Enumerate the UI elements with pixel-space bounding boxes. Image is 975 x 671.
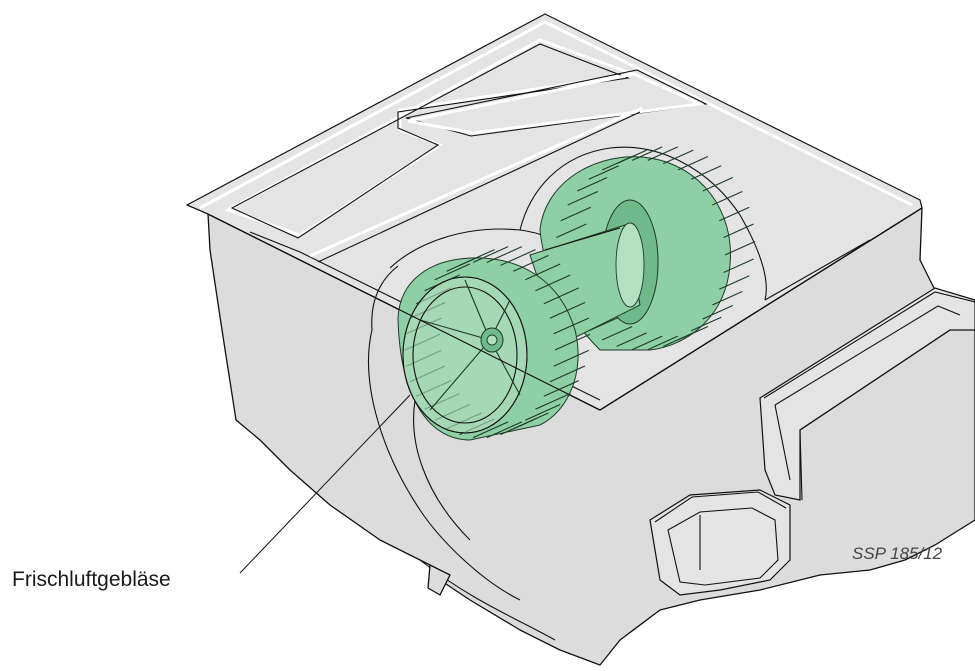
front-fan-wheel [397,246,591,441]
air-outlet-duct [759,287,975,501]
fan-blade [486,421,523,439]
fan-blade [616,332,647,347]
fan-blade [663,332,694,347]
fan-blade [576,176,608,192]
fan-blade [647,335,679,351]
fan-blade [616,149,647,165]
fan-blade [556,223,587,239]
fan-blade [535,274,571,292]
fan-blade [549,301,586,319]
fan-blade [567,190,598,206]
fan-blade [513,254,549,272]
fan-blade [723,223,754,239]
fan-blade [702,304,734,320]
fan-blade [554,333,591,351]
fan-blade [702,176,734,192]
reference-code: SSP 185/12 [852,544,943,563]
fan-blade [719,275,750,290]
fan-blade [553,317,589,335]
fan-blade [631,146,663,161]
rear-fan-blades [554,146,756,351]
fan-blade [712,290,743,306]
callout-leader-line [239,394,411,574]
fan-blade [631,335,663,351]
fan-blade [543,380,580,397]
fan-blade [549,365,586,383]
fan-blade [647,146,679,161]
fan-blade [663,149,694,165]
fan-blade [500,249,536,266]
fan-blade [690,316,722,332]
callout-label: Frischluftgebläse [12,568,171,591]
fan-blade [472,246,509,263]
lower-duct [649,489,791,596]
fan-blade [486,246,523,263]
fan-blade [690,165,722,180]
fan-blade [560,206,591,222]
fan-blade [601,325,633,341]
fan-blade [543,287,580,305]
fan-blade [553,349,589,367]
fan-blade [524,403,561,421]
fan-blade [535,392,571,410]
fan-blade [723,258,754,274]
fan-blade [524,263,561,281]
fan-blade [677,155,709,171]
fan-blade [500,418,536,436]
fan-blade [712,190,743,206]
fan-blade [459,249,495,266]
fan-blade [434,263,471,281]
fan-blade [719,206,750,222]
fan-blade [724,240,756,256]
fan-blade [588,165,620,180]
fan-blade [472,421,509,439]
